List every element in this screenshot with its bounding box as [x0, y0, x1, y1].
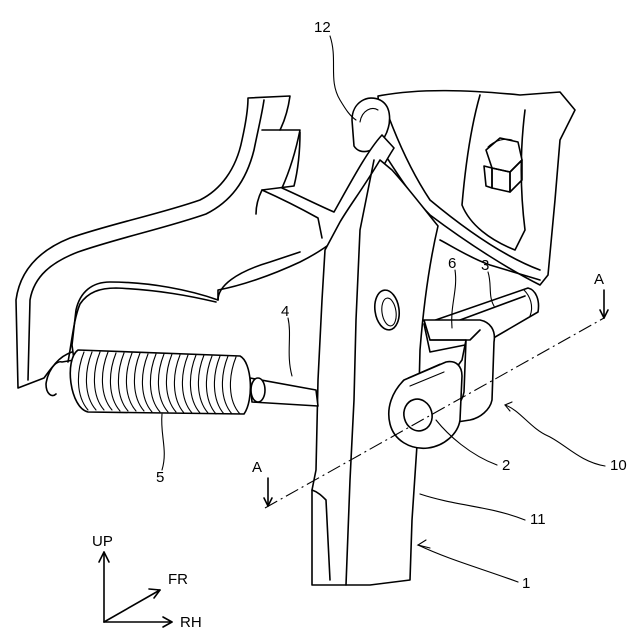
label-part-2: 2: [502, 457, 510, 474]
axis-label-up: UP: [92, 533, 113, 550]
label-section-a-bottom: A: [252, 459, 262, 476]
label-part-10: 10: [610, 457, 627, 474]
rod: [250, 378, 318, 406]
label-part-11: 11: [530, 511, 546, 528]
axis-label-rh: RH: [180, 614, 202, 631]
label-part-5: 5: [156, 469, 164, 486]
axis-indicator: [99, 552, 172, 627]
label-part-3: 3: [481, 257, 489, 274]
label-part-4: 4: [281, 303, 289, 320]
label-part-6: 6: [448, 255, 456, 272]
label-part-1: 1: [522, 575, 530, 592]
axis-label-fr: FR: [168, 571, 188, 588]
label-part-12: 12: [314, 19, 331, 36]
coil-spring: [46, 350, 250, 414]
label-section-a-top: A: [594, 271, 604, 288]
